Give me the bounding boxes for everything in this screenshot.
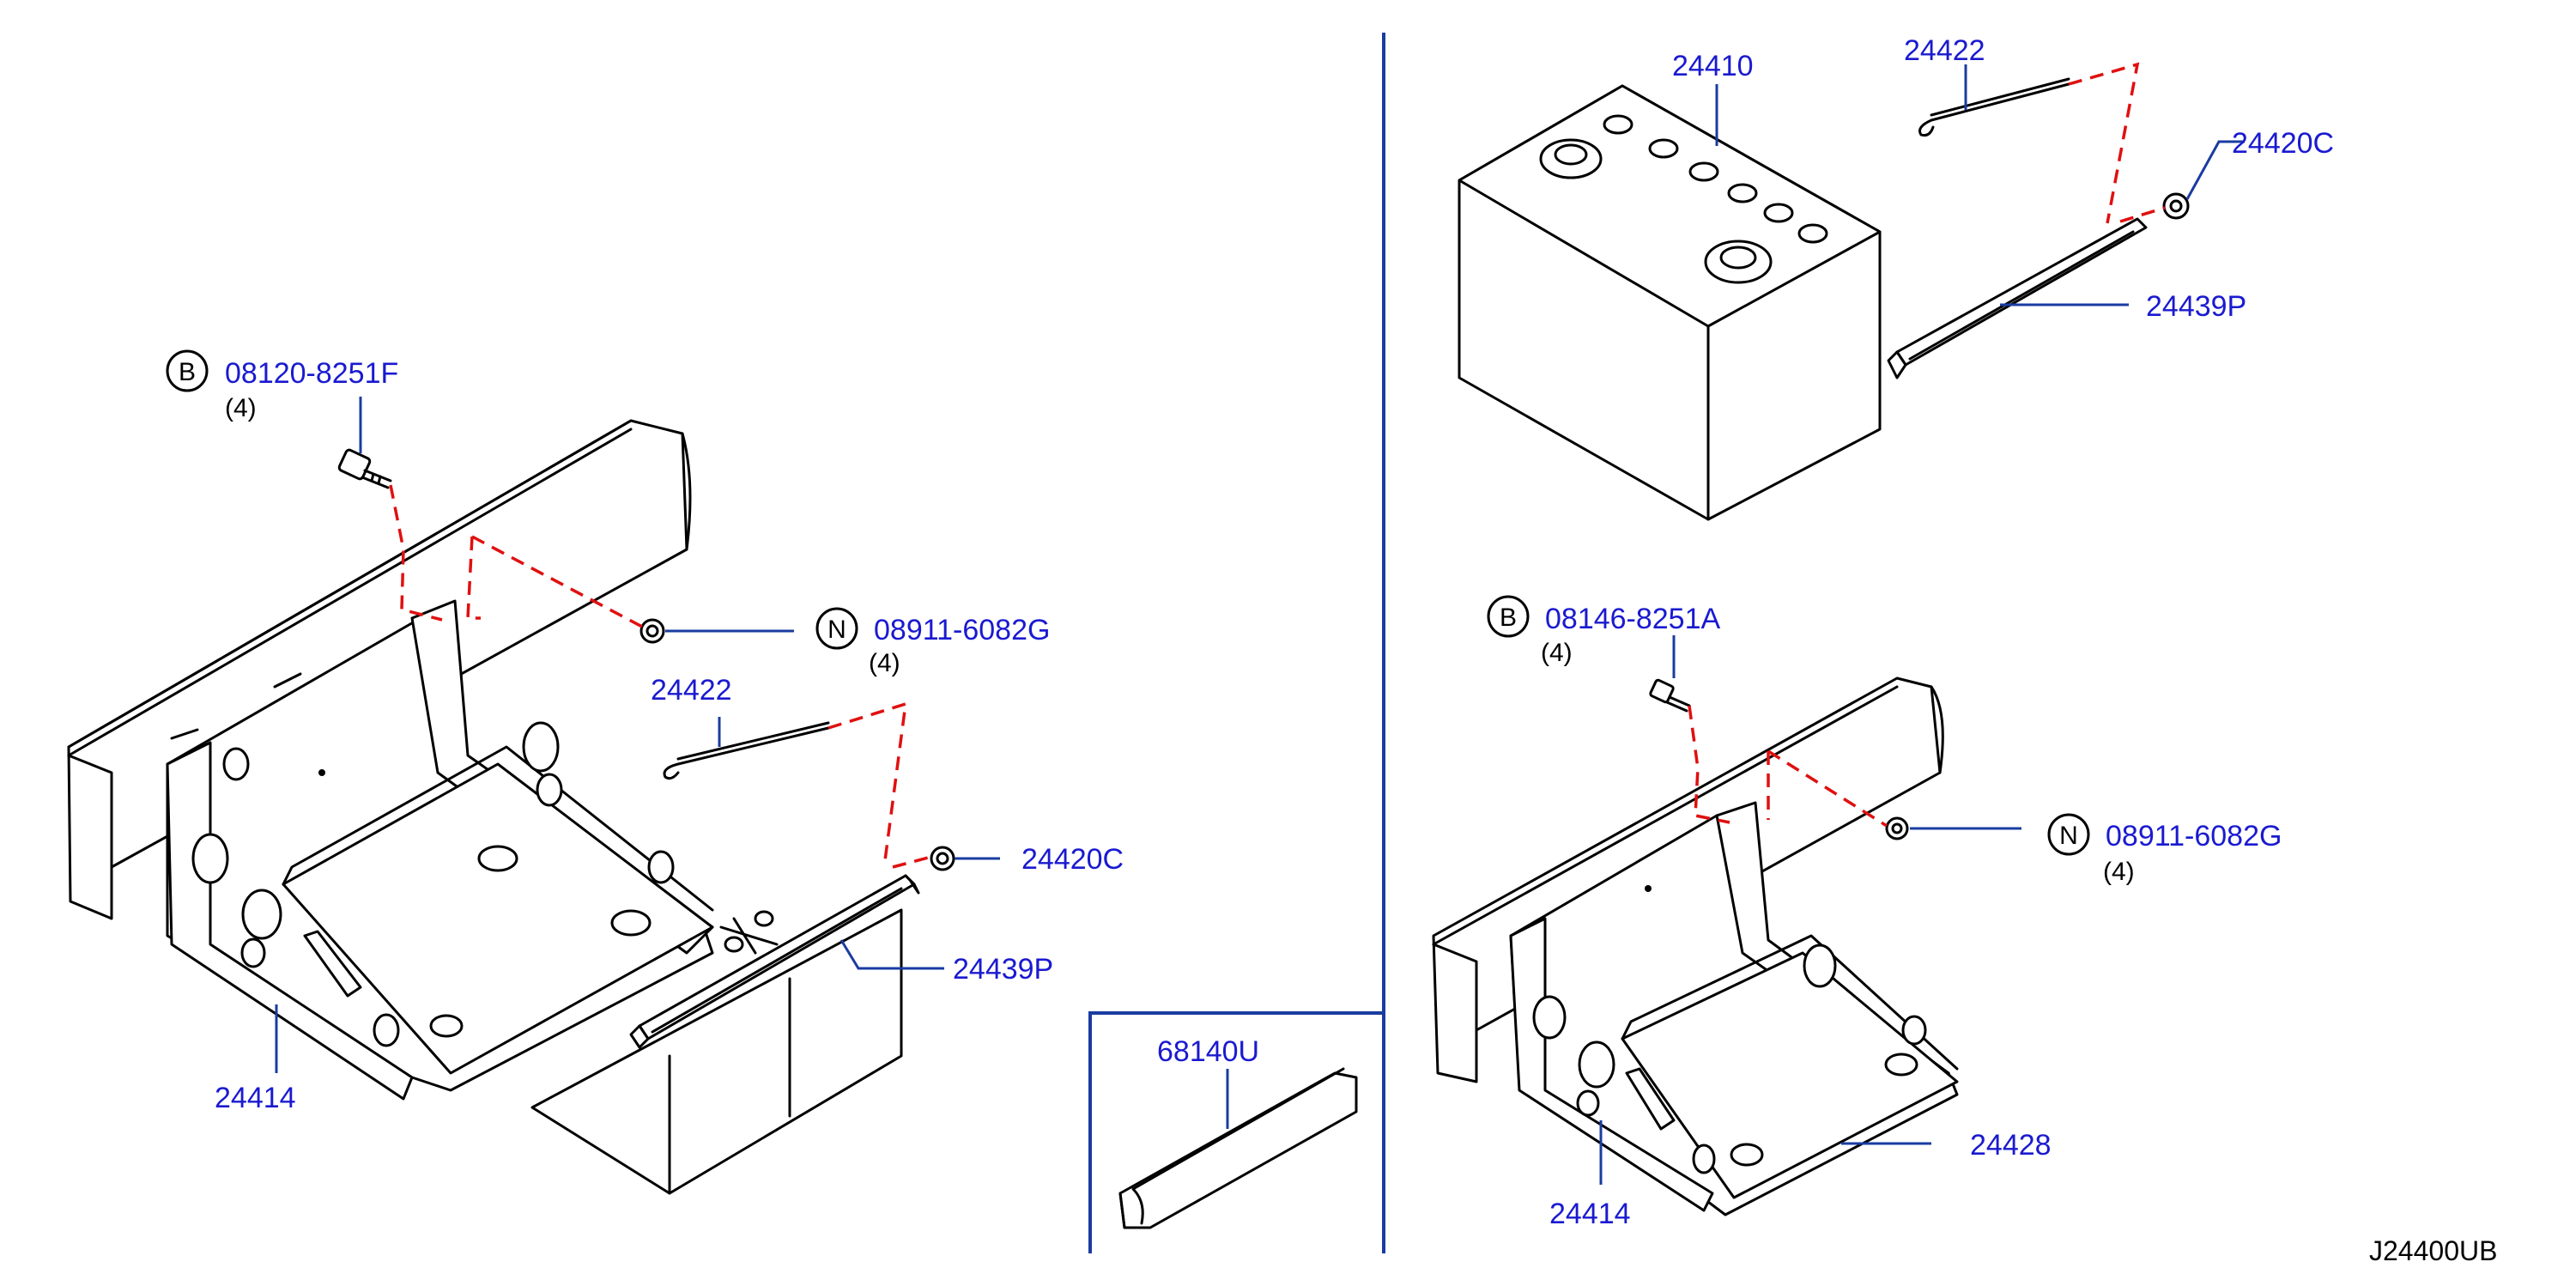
right-bolt-icon: [1649, 678, 1691, 713]
right-bolt-quantity: (4): [1541, 639, 1573, 667]
left-bolt-icon: [337, 448, 392, 489]
right-nut-callout: N 08911-6082G (4): [2047, 813, 2282, 886]
right-assembly: [1432, 62, 2245, 1216]
right-hook-nut-icon: [2162, 192, 2190, 220]
left-rod-icon: [663, 721, 830, 780]
left-hook-nut-label: 24420C: [1021, 843, 1124, 876]
right-leaders: [1599, 64, 2245, 1185]
right-nut-part-number: 08911-6082G: [2106, 820, 2282, 852]
left-nut-symbol: N: [827, 616, 846, 644]
right-dashed-guides: [1688, 62, 2166, 828]
right-rod-icon: [1918, 77, 2070, 137]
left-nut-icon: [639, 618, 665, 644]
right-bolt-callout: B 08146-8251A (4): [1487, 595, 1721, 667]
left-leaders: [275, 397, 1000, 1073]
right-labels: 24410 24422 24420C 24439P B 08146-8251A …: [1487, 34, 2334, 1230]
right-rod-label: 24422: [1904, 34, 1985, 67]
left-bracket-label: 24414: [215, 1082, 296, 1114]
left-nut-quantity: (4): [869, 649, 900, 677]
right-bracket-label: 24414: [1549, 1198, 1631, 1230]
left-nut-part-number: 08911-6082G: [874, 614, 1050, 646]
inset-edging: [1118, 1067, 1358, 1229]
left-labels: B 08120-8251F (4) N 08911-6082G (4) 2442…: [166, 349, 1124, 1114]
diagram-reference-code: J24400UB: [2369, 1235, 2497, 1266]
right-tray-label: 24428: [1970, 1129, 2052, 1162]
right-nut-symbol: N: [2059, 822, 2078, 850]
right-hook-nut-label: 24420C: [2232, 127, 2334, 160]
left-frame-bar-icon: [629, 874, 920, 1049]
left-dashed-guides: [389, 484, 932, 869]
right-battery-label: 24410: [1672, 50, 1754, 82]
right-frame-label: 24439P: [2146, 290, 2246, 323]
left-assembly: [67, 397, 1000, 1195]
left-rod-label: 24422: [651, 674, 732, 707]
right-nut-icon: [1885, 816, 1909, 840]
right-battery-icon: [1458, 84, 1882, 521]
left-nut-callout: N 08911-6082G (4): [815, 607, 1050, 677]
panel-dividers: [1088, 33, 1385, 1253]
right-bracket: [1509, 801, 1959, 1216]
left-bracket: [166, 599, 714, 1101]
right-nut-quantity: (4): [2103, 858, 2135, 886]
right-bolt-symbol: B: [1500, 604, 1517, 632]
right-bolt-part-number: 08146-8251A: [1545, 603, 1721, 635]
left-bolt-symbol: B: [179, 358, 196, 386]
left-battery-outline: [530, 908, 903, 1195]
left-hook-nut-icon: [930, 846, 955, 871]
inset-edging-label: 68140U: [1157, 1035, 1259, 1068]
left-frame-label: 24439P: [953, 953, 1053, 986]
left-bolt-quantity: (4): [225, 394, 257, 422]
right-frame-bar-icon: [1887, 217, 2148, 379]
left-bolt-callout: B 08120-8251F (4): [166, 349, 398, 422]
left-bolt-part-number: 08120-8251F: [225, 357, 398, 390]
left-terminal-icons: [719, 910, 779, 955]
